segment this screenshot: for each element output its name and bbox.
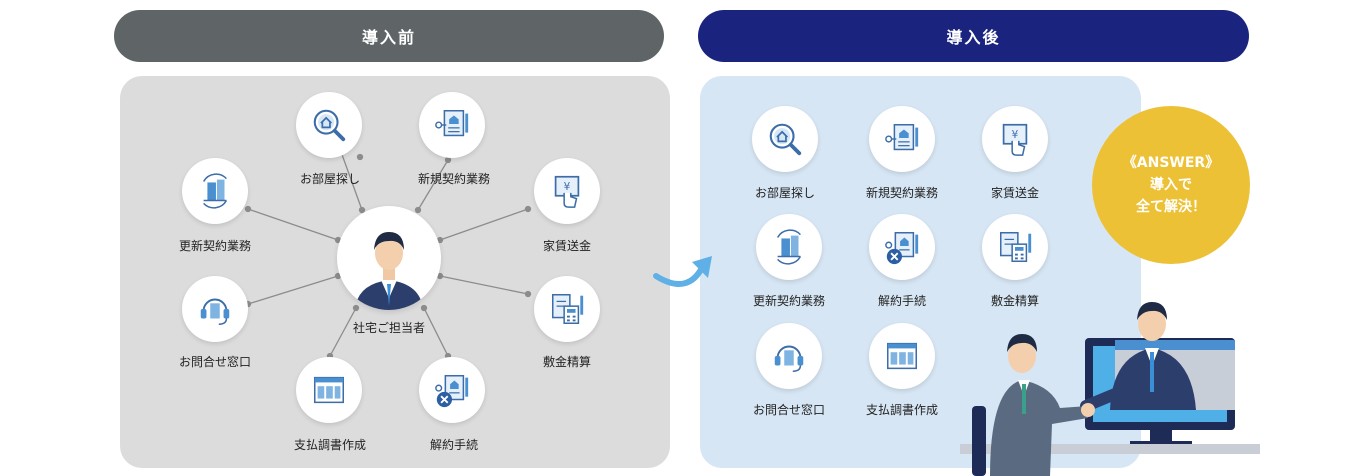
connector-inquiry	[247, 275, 339, 305]
after-node-new-contract	[869, 106, 935, 172]
before-node-rent	[534, 158, 600, 224]
connector-payment	[329, 307, 357, 357]
after-header-label: 導入後	[946, 28, 1001, 47]
after-label-payment: 支払調書作成	[865, 403, 938, 417]
after-header: 導入後	[698, 10, 1249, 62]
house-search-icon	[766, 120, 804, 158]
building-renew-icon	[196, 172, 234, 210]
before-label-deposit: 敷金精算	[542, 355, 591, 369]
connector-deposit	[439, 275, 529, 295]
before-label-rent: 家賃送金	[542, 239, 591, 253]
headset-building-icon	[770, 337, 808, 375]
connector-search	[339, 148, 363, 211]
before-node-deposit	[534, 276, 600, 342]
connector-new-contract	[417, 159, 449, 211]
before-label-payment: 支払調書作成	[293, 438, 366, 452]
center-label: 社宅ご担当者	[352, 321, 425, 335]
transition-arrow	[653, 263, 706, 287]
before-label-inquiry: お問合せ窓口	[178, 355, 251, 369]
badge-line-1: 《ANSWER》	[1122, 155, 1220, 171]
building-renew-icon	[770, 228, 808, 266]
after-node-renewal	[756, 214, 822, 280]
before-node-inquiry	[182, 276, 248, 342]
answer-badge: 《ANSWER》 導入で 全て解決！	[1092, 106, 1250, 264]
before-node-new-contract	[419, 92, 485, 158]
badge-line-3: 全て解決！	[1136, 199, 1206, 215]
after-node-rent	[982, 106, 1048, 172]
after-label-cancel: 解約手続	[877, 294, 926, 308]
calculator-document-icon	[996, 228, 1034, 266]
contract-cancel-icon	[433, 371, 471, 409]
before-node-renewal	[182, 158, 248, 224]
after-label-inquiry: お問合せ窓口	[752, 403, 825, 417]
headset-building-icon	[196, 290, 234, 328]
before-node-search	[296, 92, 362, 158]
before-label-search: お部屋探し	[299, 172, 360, 186]
statement-table-icon	[310, 371, 348, 409]
house-search-icon	[310, 106, 348, 144]
after-node-payment	[869, 323, 935, 389]
calculator-document-icon	[548, 290, 586, 328]
after-node-search	[752, 106, 818, 172]
after-label-rent: 家賃送金	[990, 186, 1039, 200]
contract-key-icon	[883, 120, 921, 158]
before-label-renewal: 更新契約業務	[178, 239, 251, 253]
before-node-cancel	[419, 357, 485, 423]
center-person-node	[337, 206, 441, 310]
before-label-new-contract: 新規契約業務	[417, 172, 490, 186]
after-label-new-contract: 新規契約業務	[865, 186, 938, 200]
badge-line-2: 導入で	[1150, 177, 1192, 193]
before-header-label: 導入前	[361, 28, 416, 47]
handshake-illustration	[960, 302, 1260, 476]
contract-key-icon	[433, 106, 471, 144]
after-label-search: お部屋探し	[754, 186, 815, 200]
money-transfer-icon	[548, 172, 586, 210]
before-label-cancel: 解約手続	[429, 438, 478, 452]
after-node-inquiry	[756, 323, 822, 389]
statement-table-icon	[883, 337, 921, 375]
connector-rent	[439, 208, 529, 241]
before-node-payment	[296, 357, 362, 423]
before-header: 導入前	[114, 10, 664, 62]
contract-cancel-icon	[883, 228, 921, 266]
connector-cancel	[423, 307, 449, 357]
money-transfer-icon	[996, 120, 1034, 158]
after-label-deposit: 敷金精算	[990, 294, 1039, 308]
transition-arrowhead	[692, 256, 712, 278]
after-node-cancel	[869, 214, 935, 280]
after-label-renewal: 更新契約業務	[752, 294, 825, 308]
businessman-illustration	[355, 232, 423, 310]
connector-renewal	[247, 208, 339, 241]
after-node-deposit	[982, 214, 1048, 280]
